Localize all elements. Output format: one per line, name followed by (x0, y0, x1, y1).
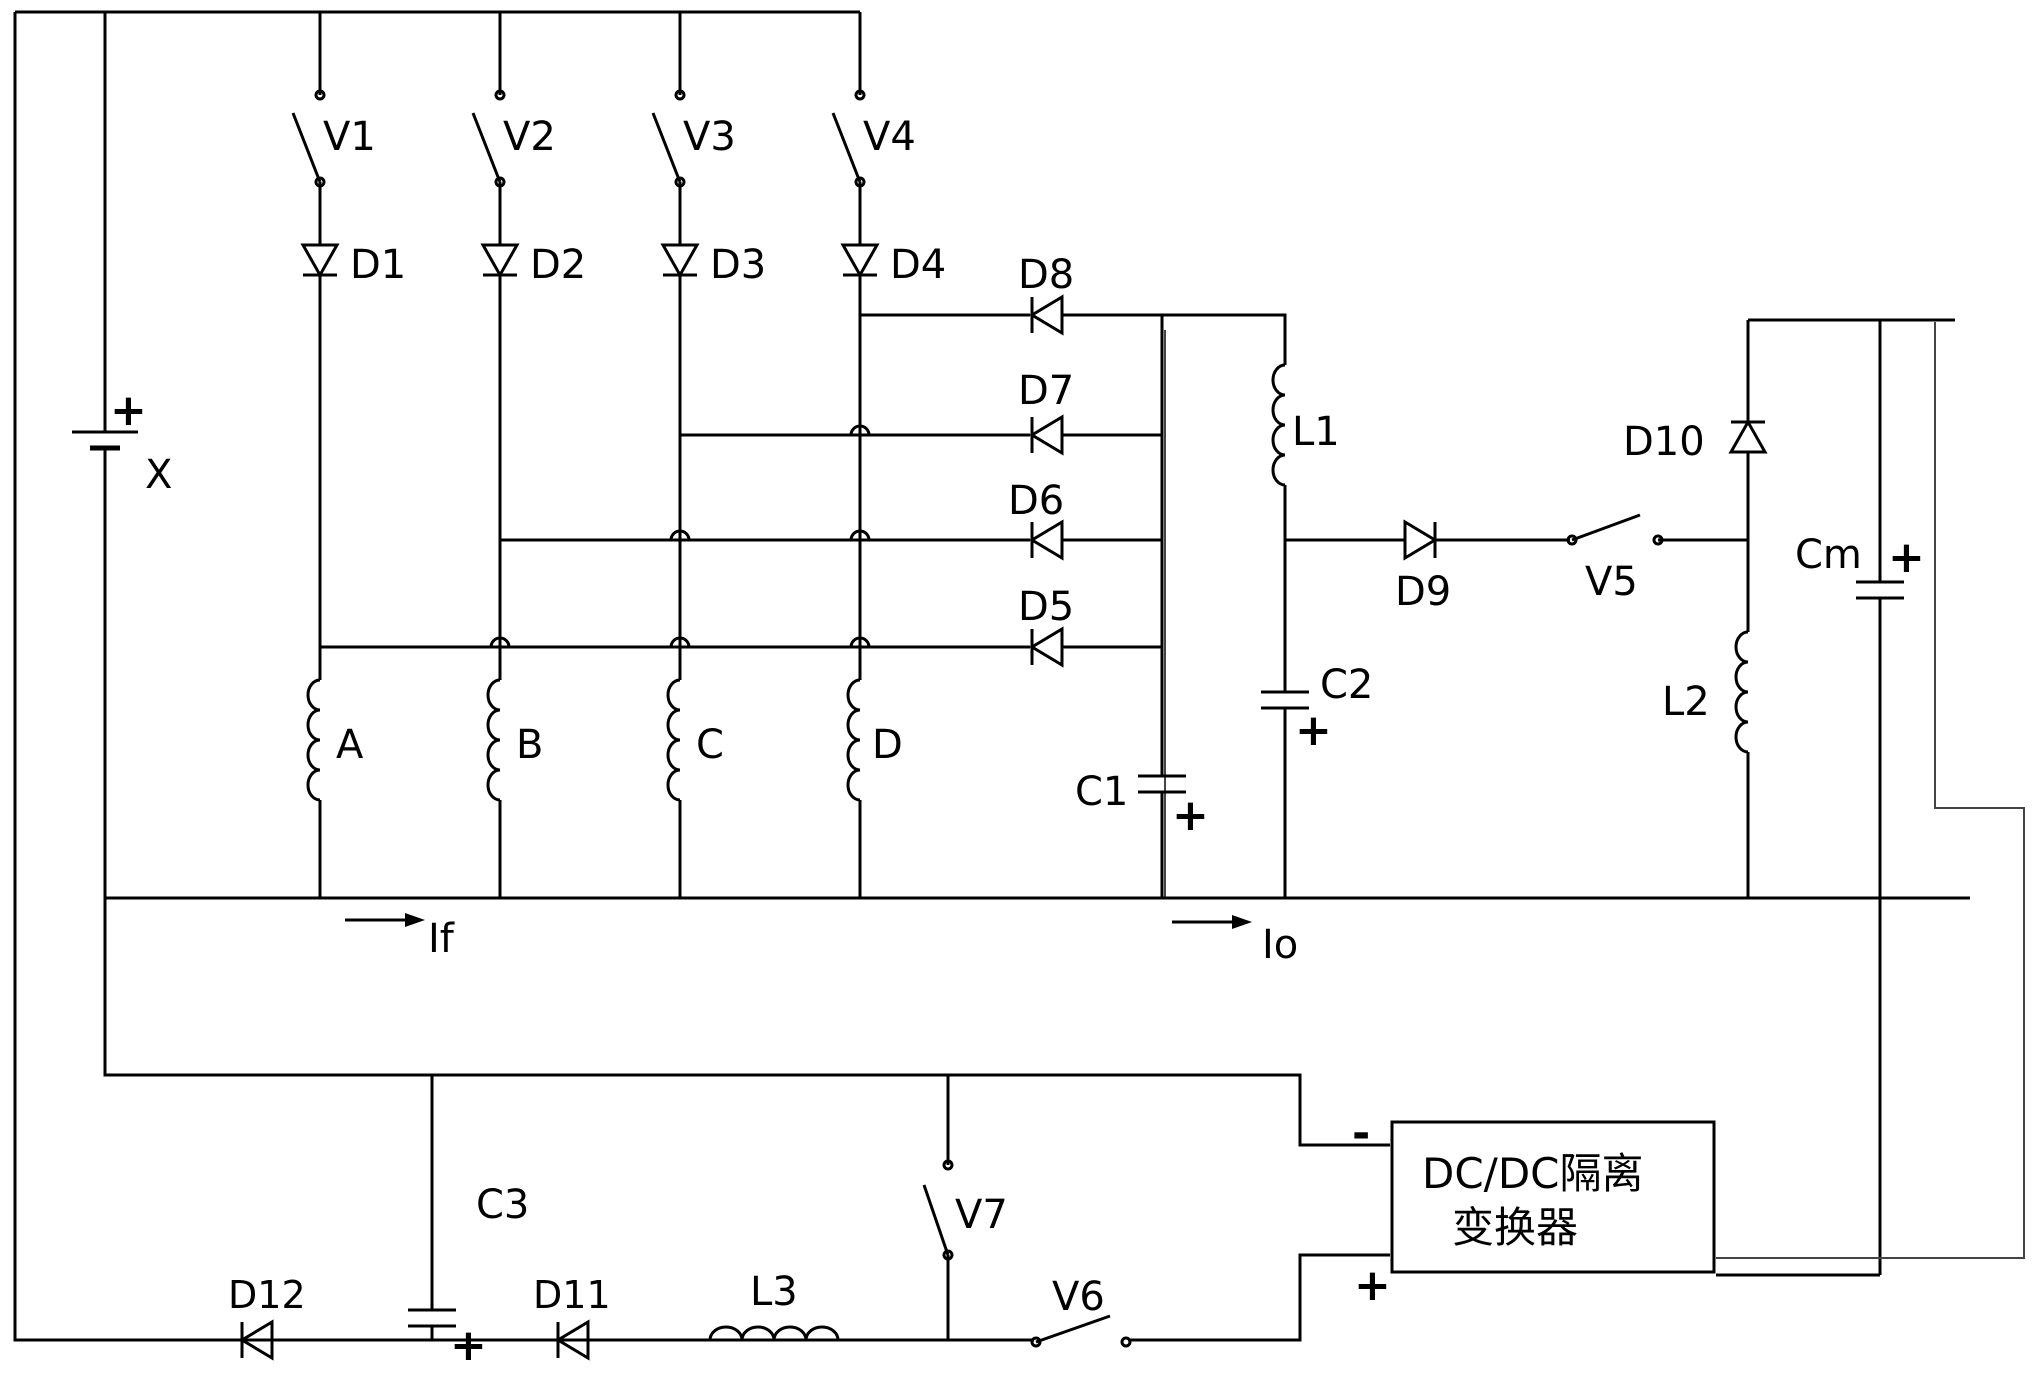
diode-d1 (303, 245, 337, 275)
label-d7: D7 (1018, 368, 1074, 414)
polarity-plus-c3: + (450, 1320, 487, 1370)
diode-d5 (1032, 629, 1062, 665)
label-d5: D5 (1018, 584, 1074, 630)
label-c2: C2 (1320, 662, 1373, 708)
polarity-plus-c1: + (1172, 790, 1209, 841)
diode-d8 (1032, 297, 1062, 333)
converter-title: DC/DC隔离 (1422, 1149, 1644, 1198)
capacitor-cm (1856, 582, 1904, 598)
switch-v2 (473, 91, 504, 186)
label-x: X (145, 452, 172, 498)
label-d8: D8 (1018, 252, 1074, 298)
label-l1: L1 (1292, 409, 1340, 455)
current-arrow-if (345, 913, 425, 927)
current-arrow-io (1172, 915, 1252, 929)
label-if: If (428, 916, 455, 962)
label-l2: L2 (1662, 679, 1710, 725)
polarity-minus-dcdc: - (1352, 1108, 1370, 1159)
label-d6: D6 (1008, 478, 1064, 524)
winding-c (668, 680, 680, 800)
switch-v7 (924, 1161, 952, 1259)
label-d11: D11 (533, 1273, 611, 1317)
switch-v4 (833, 91, 864, 186)
winding-d (848, 680, 860, 800)
diode-d6 (1032, 522, 1062, 558)
label-v4: V4 (863, 114, 916, 160)
switch-v3 (653, 91, 684, 186)
label-v3: V3 (683, 114, 736, 160)
inductor-l2 (1736, 632, 1748, 752)
polarity-plus-cm: + (1888, 532, 1925, 583)
diode-d2 (483, 245, 517, 275)
label-c: C (696, 722, 724, 768)
label-io: Io (1262, 922, 1298, 968)
label-c3: C3 (476, 1182, 529, 1228)
capacitor-c3 (408, 1310, 456, 1326)
label-d1: D1 (350, 242, 406, 288)
switch-v1 (293, 91, 324, 186)
inductor-l3 (710, 1327, 838, 1340)
diode-d10 (1731, 422, 1765, 452)
switch-v5 (1568, 515, 1662, 544)
label-d: D (872, 722, 903, 768)
label-d2: D2 (530, 242, 586, 288)
winding-a (308, 680, 320, 800)
label-v2: V2 (503, 114, 556, 160)
diode-d7 (1032, 417, 1062, 453)
polarity-plus-c2: + (1295, 705, 1332, 756)
label-c1: C1 (1075, 769, 1128, 815)
label-l3: L3 (750, 1269, 798, 1315)
label-v1: V1 (323, 114, 376, 160)
converter-subtitle: 变换器 (1452, 1203, 1578, 1252)
polarity-plus-dcdc: + (1354, 1260, 1391, 1311)
label-d10: D10 (1623, 419, 1705, 465)
wiring (15, 12, 2024, 1340)
label-b: B (516, 722, 543, 768)
switch-v6 (1032, 1316, 1130, 1346)
diode-d3 (663, 245, 697, 275)
inductor-l1 (1273, 365, 1285, 485)
label-v6: V6 (1052, 1274, 1105, 1320)
diode-d9 (1405, 522, 1435, 558)
label-v5: V5 (1585, 559, 1638, 605)
diode-d4 (843, 245, 877, 275)
label-cm: Cm (1795, 532, 1862, 578)
label-v7: V7 (955, 1192, 1008, 1238)
label-d3: D3 (710, 242, 766, 288)
polarity-plus-x: + (110, 385, 147, 436)
label-d12: D12 (228, 1273, 306, 1317)
label-d4: D4 (890, 242, 946, 288)
label-a: A (336, 722, 364, 768)
winding-b (488, 680, 500, 800)
label-d9: D9 (1395, 569, 1451, 615)
